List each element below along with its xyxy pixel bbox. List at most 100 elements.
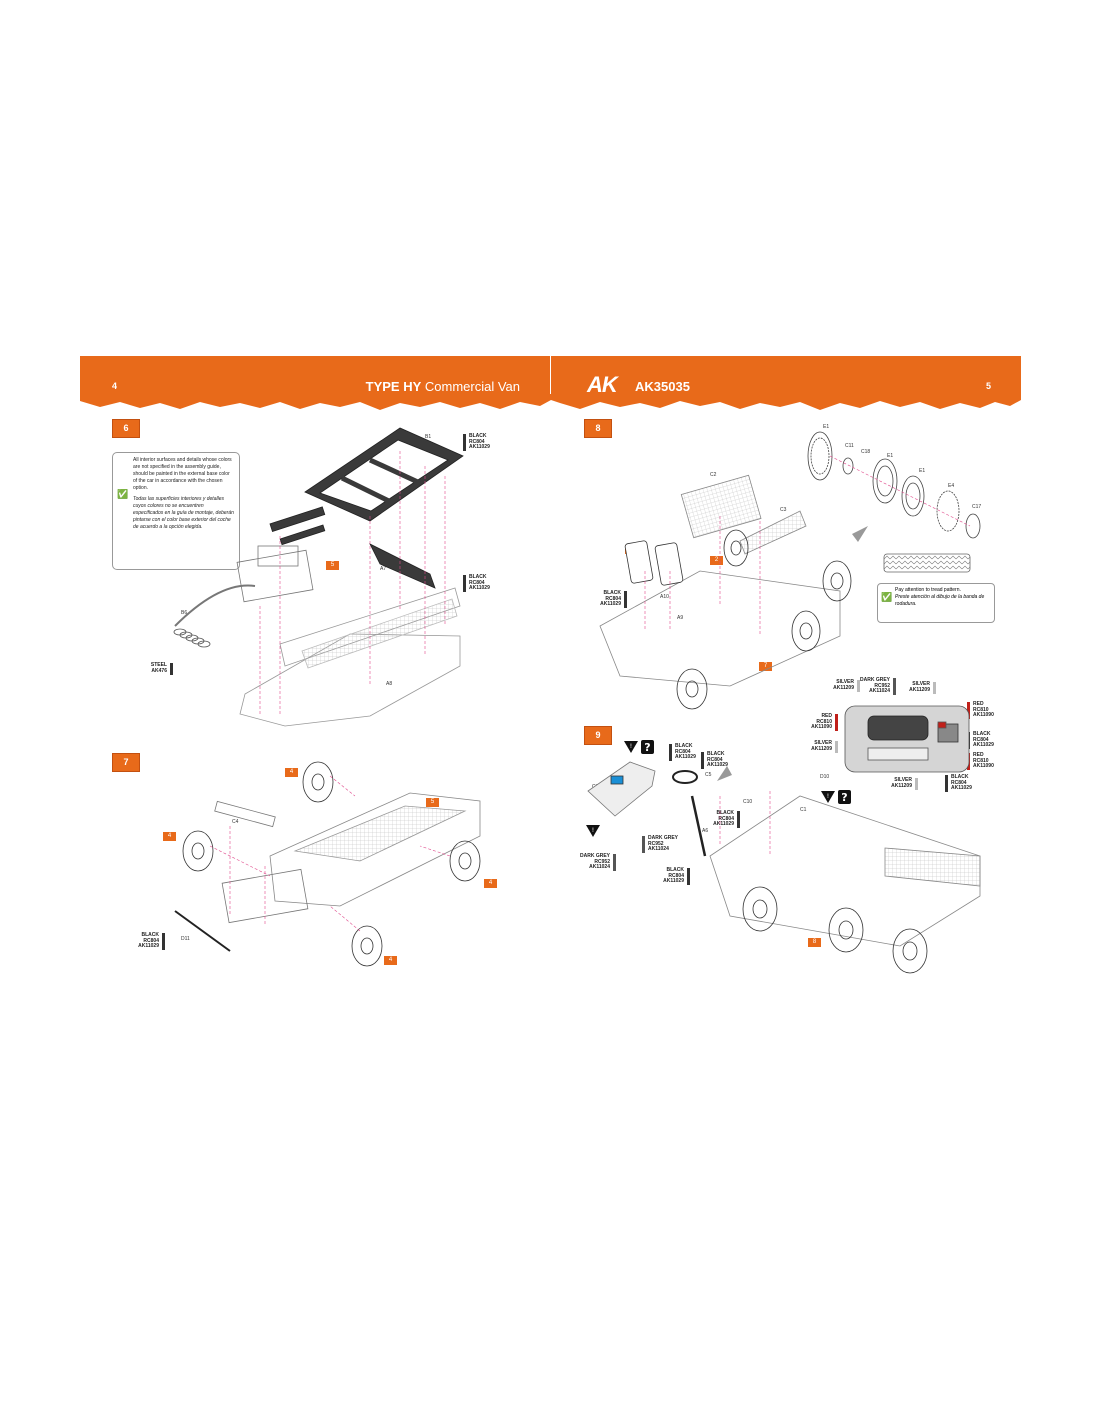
- part-label: C17: [972, 504, 982, 510]
- left-page-number: 4: [112, 381, 118, 391]
- tread-note-spanish: Preste atención al dibujo de la banda de…: [895, 594, 985, 607]
- part-label: A7: [380, 566, 387, 572]
- warning-triangle-icon: ! ?: [624, 740, 654, 754]
- wheel: [791, 610, 821, 652]
- chassis-frame-b1: [269, 427, 464, 546]
- part-label: C4: [232, 819, 239, 825]
- ak-logo: AK: [587, 372, 618, 397]
- part-label: A6: [702, 828, 709, 834]
- check-icon: ✅: [117, 489, 129, 499]
- step-9-badge: 9: [584, 726, 612, 745]
- left-header-band: 4 TYPE HY Commercial Van: [80, 356, 550, 400]
- assembly-drawings: [173, 427, 981, 974]
- bracket-a7: [369, 543, 436, 589]
- part-label: D11: [181, 936, 190, 942]
- arrow-icon: [852, 526, 868, 542]
- subassembly-tag: 2: [710, 556, 723, 565]
- wheel: [182, 830, 214, 872]
- part-label: C2: [710, 472, 717, 478]
- interior-color-note: ✅ All interior surfaces and details whos…: [112, 452, 240, 570]
- svg-text:!: !: [630, 743, 632, 750]
- part-label: E1: [887, 453, 894, 459]
- instruction-spread: 4 TYPE HY Commercial Van AK AK35035 5 6 …: [80, 356, 1021, 996]
- step-8-badge: 8: [584, 419, 612, 438]
- tread-pattern-note: ✅ Pay attention to tread pattern. Preste…: [877, 583, 995, 623]
- part-label: A9: [677, 615, 684, 621]
- part-label: E1: [919, 468, 926, 474]
- part-label: C5: [705, 772, 712, 778]
- wheel: [676, 668, 708, 710]
- part-label: C18: [861, 449, 871, 455]
- spring-b6: [173, 628, 211, 648]
- subassembly-tag: 4: [163, 832, 176, 841]
- part-label: C10: [743, 799, 753, 805]
- part-label: A10: [660, 594, 669, 600]
- wheel: [892, 928, 928, 974]
- wheel: [351, 925, 383, 967]
- subassembly-tag: 8: [808, 938, 821, 947]
- part-label: B1: [425, 434, 432, 440]
- assembly-guide-lines: [209, 451, 971, 932]
- subassembly-tag: 4: [484, 879, 497, 888]
- part-label: D10: [820, 774, 830, 780]
- part-label: C1: [800, 807, 807, 813]
- part-label: B6: [181, 610, 188, 616]
- subassembly-tag: 4: [384, 956, 397, 965]
- warning-triangle-icon: !: [586, 825, 600, 837]
- right-page-number: 5: [985, 381, 991, 391]
- note-spanish: Todas las superficies interiores y detal…: [133, 496, 234, 530]
- tread-note-english: Pay attention to tread pattern.: [895, 587, 961, 593]
- subassembly-tag: 5: [426, 798, 439, 807]
- right-header-band: AK AK35035 5: [551, 356, 1021, 400]
- svg-text:!: !: [827, 793, 829, 800]
- part-label: E1: [823, 424, 830, 430]
- model-title: TYPE HY Commercial Van: [366, 379, 520, 394]
- step-7-badge: 7: [112, 753, 140, 772]
- product-code: AK35035: [635, 379, 690, 394]
- wheel: [822, 560, 852, 602]
- svg-text:?: ?: [644, 741, 650, 754]
- arrow-icon: [717, 766, 732, 781]
- model-title-bold: TYPE HY: [365, 379, 422, 394]
- tire-tread: [883, 553, 971, 573]
- brush-edge: [80, 394, 1021, 410]
- part-label: A8: [386, 681, 393, 687]
- part-label: C11: [845, 443, 854, 449]
- wheel: [449, 840, 481, 882]
- wheel: [723, 529, 749, 567]
- svg-text:?: ?: [841, 791, 847, 804]
- note-english: All interior surfaces and details whose …: [133, 457, 232, 491]
- svg-text:!: !: [592, 827, 594, 834]
- step-6-badge: 6: [112, 419, 140, 438]
- part-label: E4: [948, 483, 955, 489]
- check-icon: ✅: [881, 592, 893, 602]
- question-icon: ! ?: [821, 790, 851, 804]
- wheel: [742, 886, 778, 932]
- part-label: C3: [780, 507, 787, 513]
- model-title-rest: Commercial Van: [424, 379, 520, 394]
- subassembly-tag: 7: [759, 662, 772, 671]
- wheel: [828, 907, 864, 953]
- subassembly-tag: 5: [326, 561, 339, 570]
- subassembly-tag: 4: [285, 768, 298, 777]
- wheel: [302, 761, 334, 803]
